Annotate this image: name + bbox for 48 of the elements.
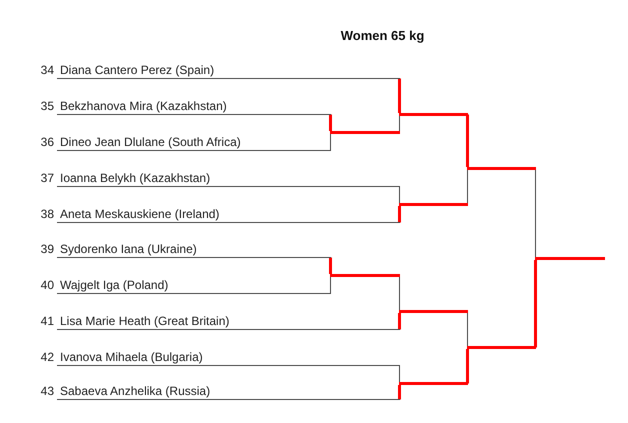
competitor-name: Diana Cantero Perez (Spain) bbox=[60, 63, 214, 77]
bracket-connector bbox=[399, 186, 400, 204]
competitor-name: Ivanova Mihaela (Bulgaria) bbox=[60, 350, 203, 364]
competitor-name: Aneta Meskauskiene (Ireland) bbox=[60, 207, 220, 221]
winner-line bbox=[330, 274, 400, 277]
bracket-connector bbox=[398, 78, 401, 113]
seed-number: 38 bbox=[40, 207, 54, 221]
bracket-connector bbox=[466, 114, 469, 167]
seed-number: 36 bbox=[40, 135, 54, 149]
competitor-name: Sabaeva Anzhelika (Russia) bbox=[60, 384, 210, 398]
seed-number: 39 bbox=[40, 242, 54, 256]
seed-number: 40 bbox=[40, 278, 54, 292]
bracket-title: Women 65 kg bbox=[340, 28, 424, 44]
winner-line bbox=[399, 310, 468, 313]
bracket-connector bbox=[329, 114, 332, 131]
bracket-connector bbox=[330, 276, 331, 294]
winner-line bbox=[535, 257, 605, 260]
seed-number: 42 bbox=[40, 350, 54, 364]
bracket-connector bbox=[399, 116, 400, 133]
competitor-name: Bekzhanova Mira (Kazakhstan) bbox=[60, 99, 227, 113]
seed-number: 43 bbox=[40, 384, 54, 398]
winner-line bbox=[399, 203, 468, 206]
competitor-name: Lisa Marie Heath (Great Britain) bbox=[60, 314, 230, 328]
bracket-connector bbox=[467, 170, 468, 205]
bracket-connector bbox=[398, 206, 401, 222]
bracket-connector bbox=[399, 365, 400, 382]
bracket-connector bbox=[398, 313, 401, 330]
competitor-name: Dineo Jean Dlulane (South Africa) bbox=[60, 135, 241, 149]
seed-number: 34 bbox=[40, 63, 54, 77]
competitor-name: Sydorenko Iana (Ukraine) bbox=[60, 242, 197, 256]
seed-number: 35 bbox=[40, 99, 54, 113]
winner-line bbox=[399, 113, 468, 116]
bracket-connector bbox=[467, 311, 468, 346]
bracket-connector bbox=[330, 134, 331, 151]
winner-line bbox=[467, 167, 536, 170]
bracket-connector bbox=[329, 258, 332, 274]
winner-line bbox=[467, 346, 536, 349]
bracket-connector bbox=[535, 168, 536, 258]
bracket-connector bbox=[534, 260, 537, 348]
seed-number: 41 bbox=[40, 314, 54, 328]
seed-number: 37 bbox=[40, 171, 54, 185]
winner-line bbox=[399, 382, 468, 385]
bracket-connector bbox=[398, 385, 401, 400]
bracket-connector bbox=[399, 275, 400, 310]
winner-line bbox=[330, 131, 400, 134]
competitor-name: Ioanna Belykh (Kazakhstan) bbox=[60, 171, 210, 185]
bracket-connector bbox=[466, 349, 469, 384]
competitor-name: Wajgelt Iga (Poland) bbox=[60, 278, 168, 292]
